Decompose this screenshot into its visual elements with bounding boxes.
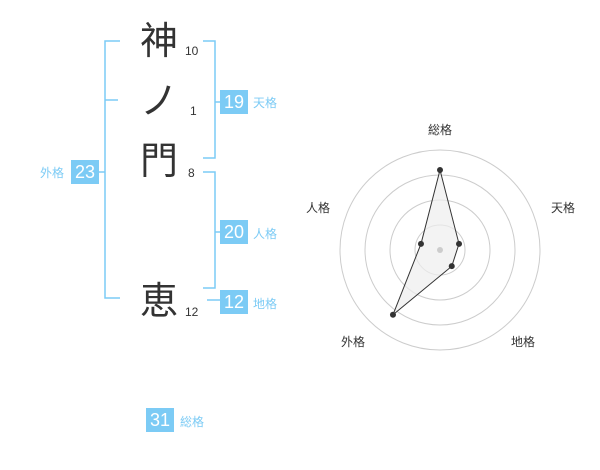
chikaku-value: 12 (220, 290, 248, 314)
jinkaku-bracket (203, 171, 216, 289)
soukaku-value: 31 (146, 408, 174, 432)
jinkaku-value: 20 (220, 220, 248, 244)
name-char-3: 門 (140, 139, 179, 183)
name-char-2: ノ (140, 79, 179, 123)
gaikaku-value: 23 (71, 160, 99, 184)
gaikaku-label: 外格 (40, 166, 65, 180)
radar-grid-ring (339, 149, 541, 351)
chikaku-label: 地格 (253, 297, 278, 311)
radar-center-dot (437, 247, 443, 253)
radar-axis-label-jinkaku: 人格 (306, 201, 331, 215)
gaikaku-bracket (104, 40, 120, 299)
radar-axis-label-tenkaku: 天格 (551, 201, 576, 215)
name-char-4: 恵 (140, 279, 179, 323)
radar-point-4 (417, 240, 424, 247)
radar-axis-label-chikaku: 地格 (511, 335, 536, 349)
stroke-count-1: 10 (185, 44, 199, 58)
radar-point-1 (456, 240, 463, 247)
radar-axis-label-soukaku: 総格 (428, 123, 453, 137)
stroke-count-3: 8 (188, 166, 195, 180)
tenkaku-bracket (203, 40, 216, 159)
stroke-count-2: 1 (190, 104, 197, 118)
name-char-1: 神 (140, 19, 179, 63)
tenkaku-value: 19 (220, 90, 248, 114)
radar-polygon (392, 169, 460, 316)
jinkaku-label: 人格 (253, 227, 278, 241)
soukaku-label: 総格 (180, 415, 205, 429)
radar-point-0 (437, 167, 443, 173)
radar-axis-label-gaikaku: 外格 (341, 335, 366, 349)
radar-point-2 (448, 263, 455, 270)
radar-points (389, 167, 463, 318)
tenkaku-label: 天格 (253, 96, 278, 110)
radar-point-3 (389, 311, 396, 318)
stroke-count-4: 12 (185, 305, 199, 319)
